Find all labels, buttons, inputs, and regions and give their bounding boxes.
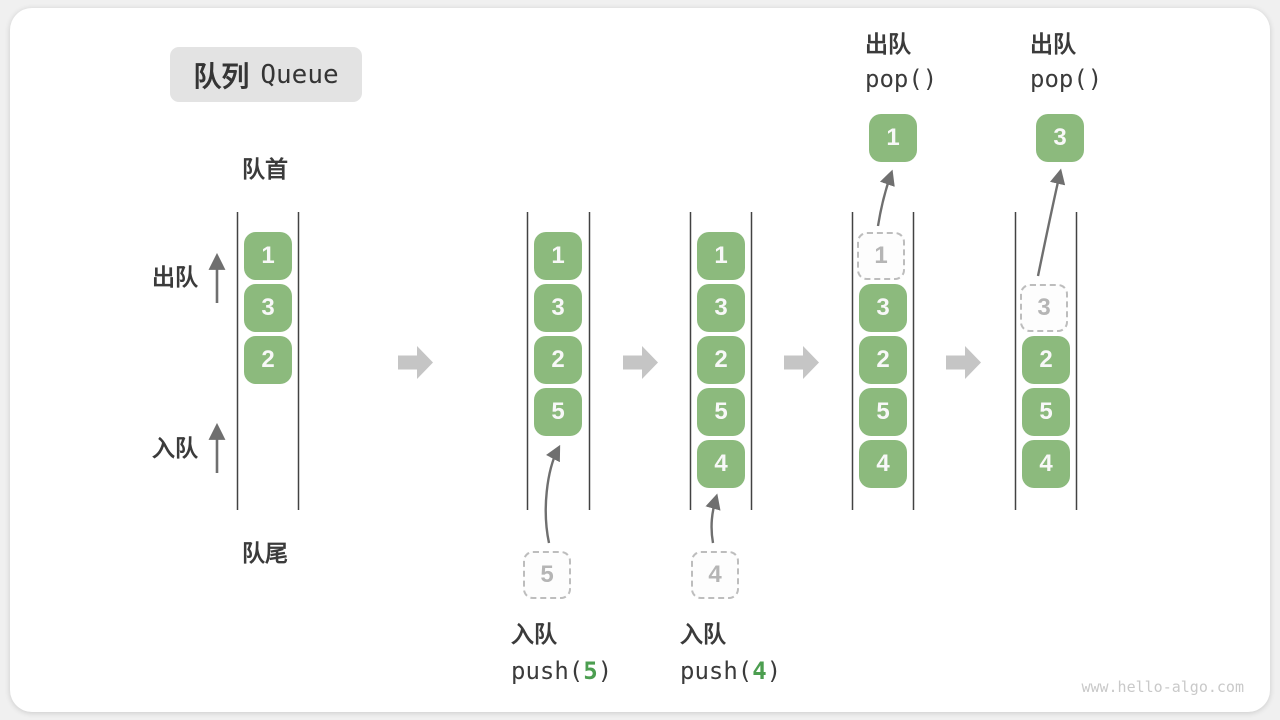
- pop3-op-code: pop(): [1030, 65, 1103, 93]
- block-arrow-icon: [623, 346, 658, 379]
- queue2-cell: 2: [534, 336, 582, 384]
- queue3-cell: 5: [697, 388, 745, 436]
- queue5-popped-cell: 3: [1036, 114, 1084, 162]
- pop1-op-label: 出队: [865, 31, 911, 57]
- queue2-cell: 1: [534, 232, 582, 280]
- push5-op-code: push(5): [511, 659, 612, 683]
- queue4-cell: 5: [859, 388, 907, 436]
- queue1-cell: 1: [244, 232, 292, 280]
- pop3-arrow-icon: [1036, 168, 1066, 277]
- queue2-incoming-cell: 5: [523, 551, 571, 599]
- pop3-op-label: 出队: [1030, 31, 1076, 57]
- queue5-removed-cell: 3: [1020, 284, 1068, 332]
- queue5-cell: 5: [1022, 388, 1070, 436]
- dequeue-label: 出队: [152, 264, 198, 290]
- code-arg: 5: [583, 657, 598, 685]
- push5-arrow-icon: [544, 444, 561, 544]
- queue5-cell: 4: [1022, 440, 1070, 488]
- queue4-popped-cell: 1: [869, 114, 917, 162]
- state-transition-arrows: [398, 346, 981, 379]
- queue4-cell: 2: [859, 336, 907, 384]
- queue1-cell: 2: [244, 336, 292, 384]
- push4-arrow-icon: [705, 493, 721, 544]
- pop1-arrow-icon: [876, 169, 895, 227]
- watermark: www.hello-algo.com: [1081, 678, 1244, 696]
- queue4-cell: 3: [859, 284, 907, 332]
- push5-op-label: 入队: [511, 621, 557, 647]
- queue3-cell: 1: [697, 232, 745, 280]
- queue-front-label: 队首: [242, 156, 288, 182]
- queue5-cell: 2: [1022, 336, 1070, 384]
- block-arrow-icon: [784, 346, 819, 379]
- code-text: ): [597, 657, 613, 685]
- pop1-op-code: pop(): [865, 65, 938, 93]
- title-badge: 队列 Queue: [170, 47, 362, 102]
- queue3-cell: 3: [697, 284, 745, 332]
- code-arg: 4: [752, 657, 767, 685]
- block-arrow-icon: [398, 346, 433, 379]
- push4-op-code: push(4): [680, 659, 781, 683]
- queue-rear-label: 队尾: [242, 540, 288, 566]
- push4-op-label: 入队: [680, 621, 726, 647]
- code-text: ): [766, 657, 782, 685]
- queue3-incoming-cell: 4: [691, 551, 739, 599]
- queue3-cell: 2: [697, 336, 745, 384]
- operation-arrows: [544, 168, 1066, 544]
- queue4-removed-cell: 1: [857, 232, 905, 280]
- code-text: push(: [511, 657, 584, 685]
- queue4-cell: 4: [859, 440, 907, 488]
- code-text: push(: [680, 657, 753, 685]
- queue1-cell: 3: [244, 284, 292, 332]
- enqueue-label: 入队: [152, 435, 198, 461]
- queue3-cell: 4: [697, 440, 745, 488]
- queue-walls: [236, 212, 1078, 510]
- queue2-cell: 5: [534, 388, 582, 436]
- block-arrow-icon: [946, 346, 981, 379]
- title-zh: 队列: [193, 60, 250, 92]
- queue2-cell: 3: [534, 284, 582, 332]
- title-en: Queue: [260, 59, 339, 90]
